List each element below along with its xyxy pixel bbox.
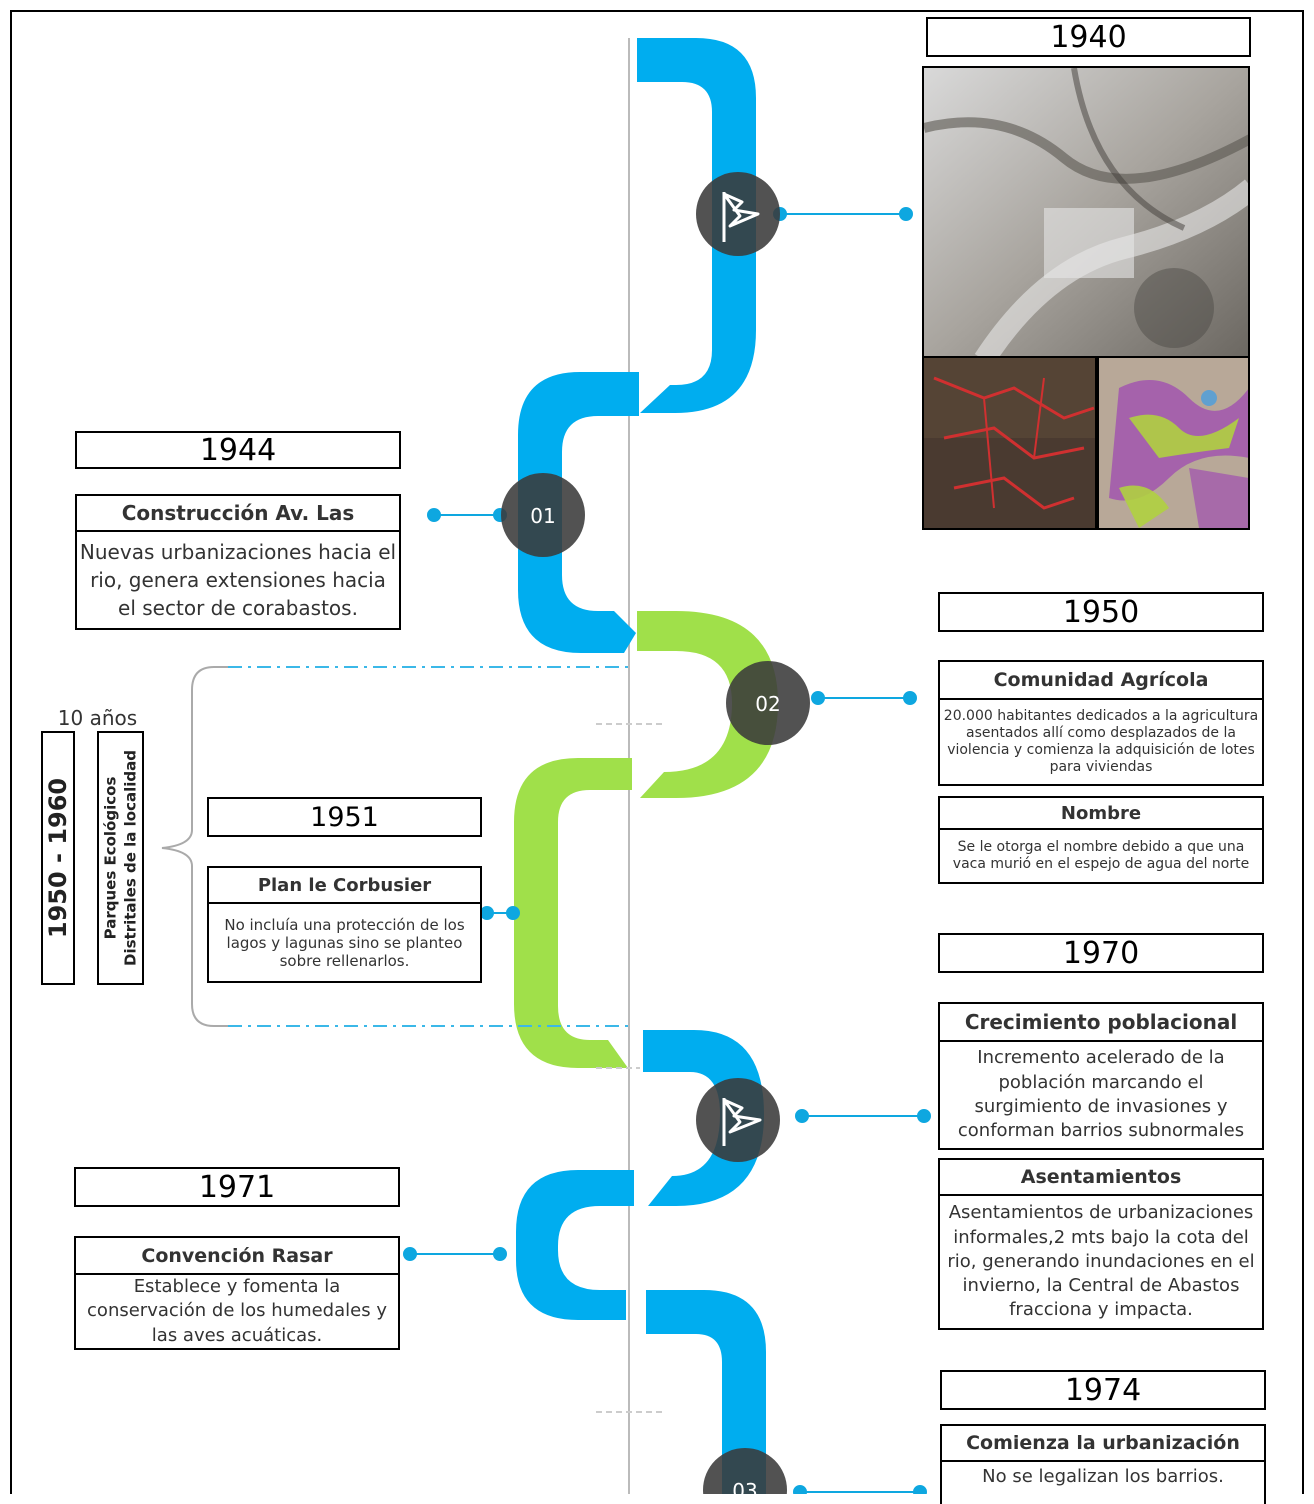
year-1940-label: 1940 — [1050, 19, 1127, 55]
card-1944-title: Construcción Av. Las — [77, 496, 399, 532]
year-1970-label: 1970 — [1062, 935, 1140, 971]
card-1950: Comunidad Agrícola 20.000 habitantes ded… — [938, 660, 1264, 786]
connector-1944 — [427, 508, 507, 522]
range-span-label: 10 años — [57, 706, 138, 730]
card-asentamientos: Asentamientos Asentamientos de urbanizac… — [938, 1158, 1264, 1330]
card-1970-title: Crecimiento poblacional — [940, 1004, 1262, 1042]
marker-03: 03 — [703, 1448, 787, 1494]
card-1951-title: Plan le Corbusier — [209, 868, 480, 904]
year-1950: 1950 — [938, 592, 1264, 632]
year-1940: 1940 — [926, 17, 1251, 57]
card-1944-text: Nuevas urbanizaciones hacia el rio, gene… — [79, 540, 397, 620]
range-period: 1950 - 1960 — [41, 731, 75, 985]
marker-03-label: 03 — [732, 1479, 757, 1494]
marker-01: 01 — [501, 473, 585, 557]
card-nombre-text: Se le otorga el nombre debido a que una … — [952, 839, 1250, 872]
year-1950-label: 1950 — [1062, 594, 1140, 630]
timeline-segment-2 — [518, 372, 639, 653]
year-1971-label: 1971 — [198, 1169, 276, 1205]
timeline-segment-7 — [646, 1290, 766, 1494]
marker-02-label: 02 — [755, 692, 780, 716]
card-1950-text: 20.000 habitantes dedicados a la agricul… — [943, 708, 1259, 775]
flag-icon — [722, 192, 760, 242]
connector-1974 — [793, 1485, 927, 1494]
marker-01-label: 01 — [530, 504, 555, 528]
card-1970: Crecimiento poblacional Incremento acele… — [938, 1002, 1264, 1150]
range-period-label: 1950 - 1960 — [44, 777, 72, 939]
year-1951-label: 1951 — [310, 801, 379, 833]
year-1944: 1944 — [75, 431, 401, 469]
satellite-photo — [922, 356, 1097, 530]
timeline-segment-3 — [637, 611, 778, 798]
timeline-segment-5 — [643, 1030, 764, 1206]
year-1951: 1951 — [207, 797, 482, 837]
card-1950-title: Comunidad Agrícola — [940, 662, 1262, 700]
year-1971: 1971 — [74, 1167, 400, 1207]
range-bracket — [161, 666, 228, 1027]
card-1974-title: Comienza la urbanización — [942, 1426, 1264, 1462]
card-asentamientos-text: Asentamientos de urbanizaciones informal… — [947, 1202, 1255, 1321]
aerial-photo-1940 — [922, 66, 1250, 358]
card-nombre: Nombre Se le otorga el nombre debido a q… — [938, 796, 1264, 884]
marker-flag-1 — [696, 172, 780, 256]
land-use-map — [1097, 356, 1250, 530]
card-nombre-title: Nombre — [940, 798, 1262, 830]
range-topic: Parques Ecológicos Distritales de la loc… — [97, 731, 144, 985]
card-1971: Convención Rasar Establece y fomenta la … — [74, 1236, 400, 1350]
connector-1940 — [773, 207, 913, 221]
timeline-segment-1 — [637, 38, 756, 413]
timeline-segment-6 — [516, 1170, 634, 1320]
year-1944-label: 1944 — [199, 432, 277, 468]
card-1971-title: Convención Rasar — [76, 1238, 398, 1276]
card-1974-text: No se legalizan los barrios. — [982, 1466, 1224, 1487]
marker-02: 02 — [726, 661, 810, 745]
year-1974-label: 1974 — [1064, 1372, 1142, 1408]
connector-1951 — [480, 906, 520, 920]
card-asentamientos-title: Asentamientos — [940, 1160, 1262, 1196]
card-1974: Comienza la urbanización No se legalizan… — [940, 1424, 1266, 1504]
card-1944: Construcción Av. Las Nuevas urbanizacion… — [75, 494, 401, 630]
flag-icon — [722, 1098, 762, 1146]
connector-1950 — [811, 691, 917, 705]
year-1970: 1970 — [938, 933, 1264, 973]
card-1951-text: No incluía una protección de los lagos y… — [224, 915, 465, 970]
marker-flag-2 — [696, 1078, 780, 1162]
card-1951: Plan le Corbusier No incluía una protecc… — [207, 866, 482, 983]
connector-1971 — [403, 1247, 507, 1261]
timeline-segment-4 — [514, 758, 632, 1068]
card-1971-text: Establece y fomenta la conservación de l… — [87, 1276, 387, 1346]
range-topic-label: Parques Ecológicos Distritales de la loc… — [101, 750, 139, 966]
card-1970-text: Incremento acelerado de la población mar… — [957, 1047, 1245, 1142]
year-1974: 1974 — [940, 1370, 1266, 1410]
page-frame — [10, 10, 1304, 1494]
connector-1970 — [795, 1109, 931, 1123]
